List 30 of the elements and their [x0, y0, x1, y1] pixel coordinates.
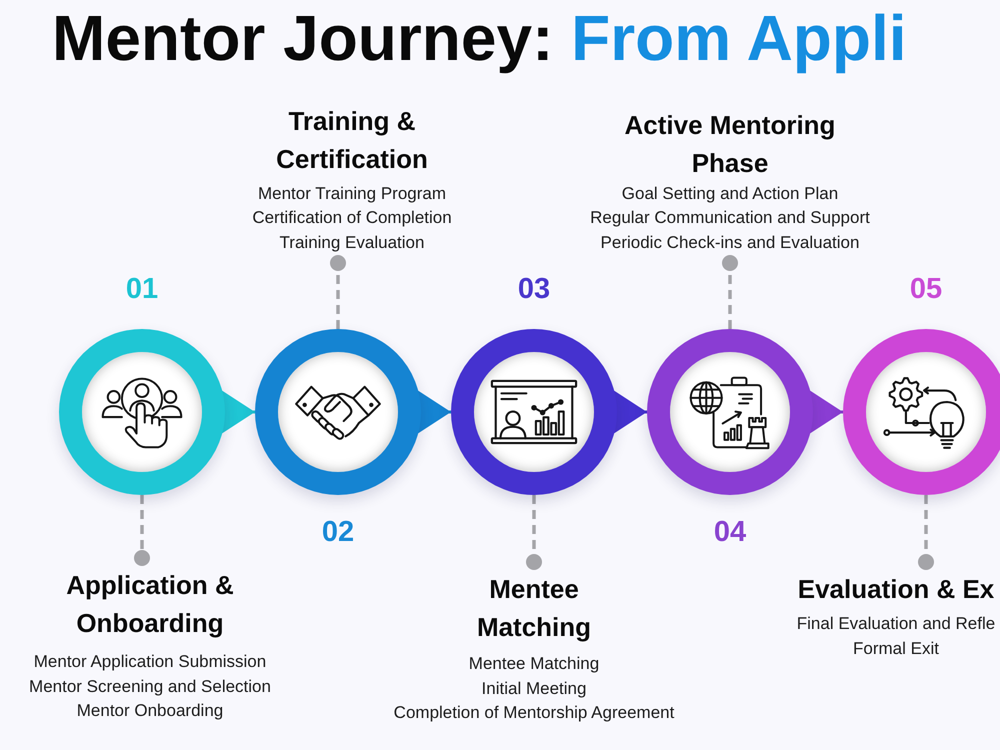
step-item: Certification of Completion: [252, 207, 452, 229]
leader-line: [134, 495, 150, 566]
step-item: Mentor Screening and Selection: [29, 676, 271, 698]
step-item: Periodic Check-ins and Evaluation: [600, 232, 860, 254]
leader-line: [722, 255, 738, 329]
step-number: 05: [910, 272, 942, 306]
step-item: Mentor Training Program: [258, 182, 446, 204]
step-number: 03: [518, 272, 550, 306]
step-heading: Active Mentoring Phase: [624, 108, 836, 180]
step-item: Initial Meeting: [482, 678, 586, 700]
step-item: Training Evaluation: [280, 232, 424, 254]
page-title: Mentor Journey: From Appli: [52, 1, 907, 76]
step-item: Completion of Mentorship Agreement: [394, 702, 674, 724]
step-item: Final Evaluation and Refle: [796, 613, 996, 635]
step-item: Mentor Onboarding: [76, 700, 224, 722]
step-heading: Training & Certification: [275, 104, 429, 176]
step-heading: Evaluation & Ex: [798, 573, 994, 606]
leader-line: [918, 495, 934, 570]
leader-line: [526, 495, 542, 570]
step-number: 04: [714, 515, 746, 549]
step-heading: Mentee Matching: [476, 573, 592, 644]
step-item: Mentor Application Submission: [34, 651, 266, 673]
step-number: 01: [126, 272, 158, 306]
step-item: Formal Exit: [853, 638, 939, 660]
step-item: Goal Setting and Action Plan: [622, 182, 838, 204]
step-heading: Application & Onboarding: [65, 569, 235, 640]
step-number: 02: [322, 515, 354, 549]
leader-line: [330, 255, 346, 329]
step-item: Mentee Matching: [468, 653, 600, 675]
step-item: Regular Communication and Support: [590, 207, 870, 229]
